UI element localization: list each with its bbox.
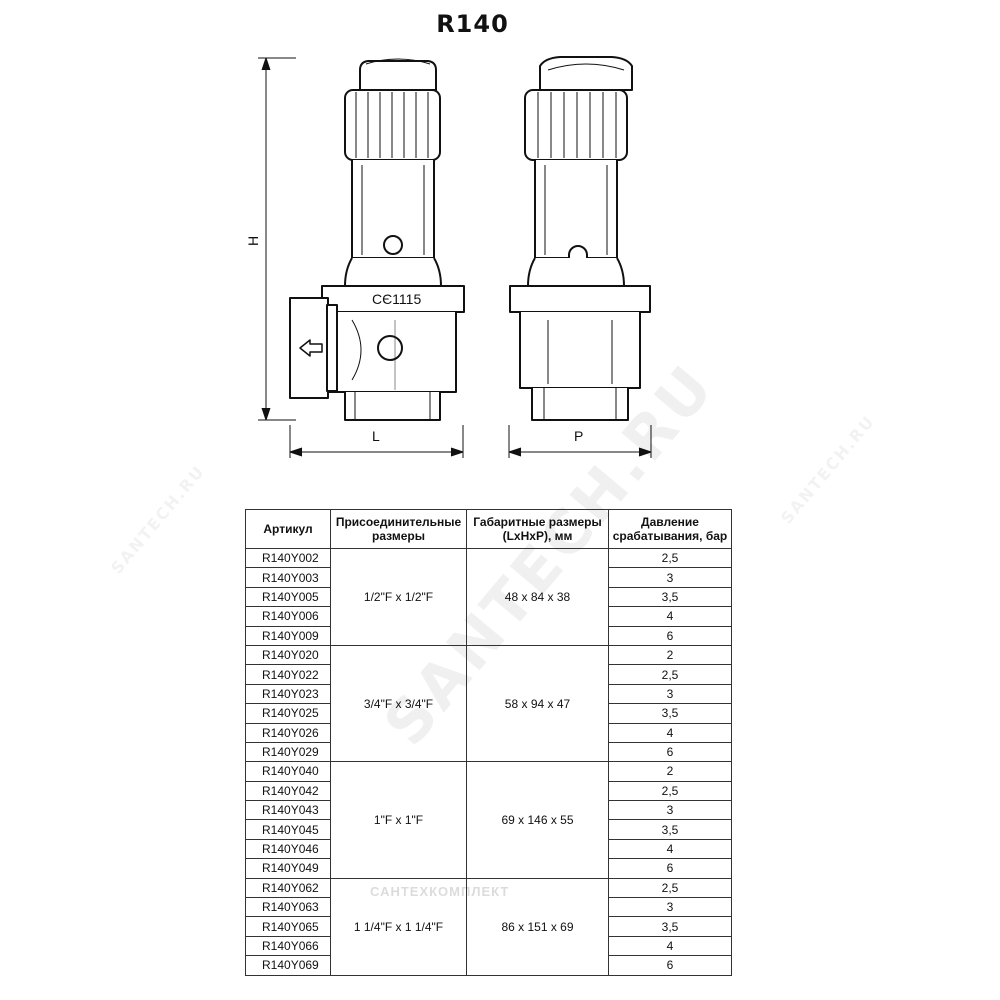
table-header-row: Артикул Присоединительные размеры Габари… xyxy=(245,509,732,549)
article-cell: R140Y023 xyxy=(245,683,331,705)
pressure-cell: 6 xyxy=(608,625,732,646)
pressure-cell: 2 xyxy=(608,761,732,782)
valve-drawing: CЄ1115 H L P xyxy=(245,56,652,458)
header-article: Артикул xyxy=(245,509,331,549)
article-cell: R140Y025 xyxy=(245,703,331,724)
article-cell: R140Y069 xyxy=(245,955,331,976)
article-cell: R140Y062 xyxy=(245,877,331,899)
article-cell: R140Y043 xyxy=(245,800,331,821)
pressure-cell: 3,5 xyxy=(608,819,732,840)
article-cell: R140Y045 xyxy=(245,819,331,840)
article-cell: R140Y026 xyxy=(245,722,331,743)
table-row: R140Y026 4 xyxy=(245,722,732,743)
pressure-cell: 2,5 xyxy=(608,877,732,899)
pressure-cell: 3,5 xyxy=(608,703,732,724)
article-cell: R140Y049 xyxy=(245,858,331,879)
pressure-cell: 6 xyxy=(608,741,732,763)
table-row: R140Y009 6 xyxy=(245,625,732,646)
table-row: R140Y006 4 xyxy=(245,606,732,627)
pressure-cell: 2,5 xyxy=(608,780,732,802)
ce-mark: CЄ1115 xyxy=(372,291,421,307)
pressure-cell: 2,5 xyxy=(608,547,732,569)
pressure-cell: 2 xyxy=(608,644,732,666)
pressure-cell: 4 xyxy=(608,935,732,957)
article-cell: R140Y042 xyxy=(245,780,331,802)
dimension-h-label: H xyxy=(245,236,261,246)
article-cell: R140Y029 xyxy=(245,741,331,763)
pressure-cell: 6 xyxy=(608,955,732,976)
article-cell: R140Y005 xyxy=(245,586,331,608)
connection-cell: 3/4"F x 3/4"F xyxy=(330,644,467,763)
table-row: R140Y046 4 xyxy=(245,838,732,860)
table-row: R140Y025 3,5 xyxy=(245,703,732,724)
connection-cell: 1"F x 1"F xyxy=(330,761,467,879)
dimensions-cell: 86 x 151 x 69 xyxy=(466,877,609,976)
pressure-cell: 3,5 xyxy=(608,916,732,937)
dimension-l-label: L xyxy=(372,428,380,444)
dimensions-cell: 48 x 84 x 38 xyxy=(466,548,609,646)
dimension-p-label: P xyxy=(574,428,583,444)
article-cell: R140Y020 xyxy=(245,644,331,666)
pressure-cell: 3,5 xyxy=(608,586,732,608)
pressure-cell: 4 xyxy=(608,722,732,743)
pressure-cell: 3 xyxy=(608,800,732,821)
header-dimensions: Габаритные размеры (LxHxP), мм xyxy=(466,509,609,549)
pressure-cell: 3 xyxy=(608,567,732,588)
article-cell: R140Y022 xyxy=(245,664,331,685)
article-cell: R140Y040 xyxy=(245,761,331,782)
pressure-cell: 6 xyxy=(608,858,732,879)
table-row: R140Y045 3,5 xyxy=(245,819,732,840)
pressure-cell: 3 xyxy=(608,683,732,705)
article-cell: R140Y063 xyxy=(245,897,331,918)
pressure-cell: 3 xyxy=(608,897,732,918)
connection-cell: 1 1/4"F x 1 1/4"F xyxy=(330,877,467,976)
table-row: R140Y066 4 xyxy=(245,935,732,957)
article-cell: R140Y002 xyxy=(245,547,331,569)
article-cell: R140Y066 xyxy=(245,935,331,957)
pressure-cell: 4 xyxy=(608,606,732,627)
article-cell: R140Y065 xyxy=(245,916,331,937)
pressure-cell: 2,5 xyxy=(608,664,732,685)
dimensions-cell: 58 x 94 x 47 xyxy=(466,644,609,763)
spec-table: Артикул Присоединительные размеры Габари… xyxy=(245,509,732,976)
header-pressure: Давление срабатывания, бар xyxy=(608,509,732,549)
connection-cell: 1/2"F x 1/2"F xyxy=(330,548,467,646)
pressure-cell: 4 xyxy=(608,838,732,860)
article-cell: R140Y006 xyxy=(245,606,331,627)
table-row: R140Y069 6 xyxy=(245,955,732,976)
article-cell: R140Y003 xyxy=(245,567,331,588)
page-title: R140 xyxy=(436,10,509,38)
header-connection: Присоединительные размеры xyxy=(330,509,467,549)
article-cell: R140Y046 xyxy=(245,838,331,860)
article-cell: R140Y009 xyxy=(245,625,331,646)
dimensions-cell: 69 x 146 x 55 xyxy=(466,761,609,879)
